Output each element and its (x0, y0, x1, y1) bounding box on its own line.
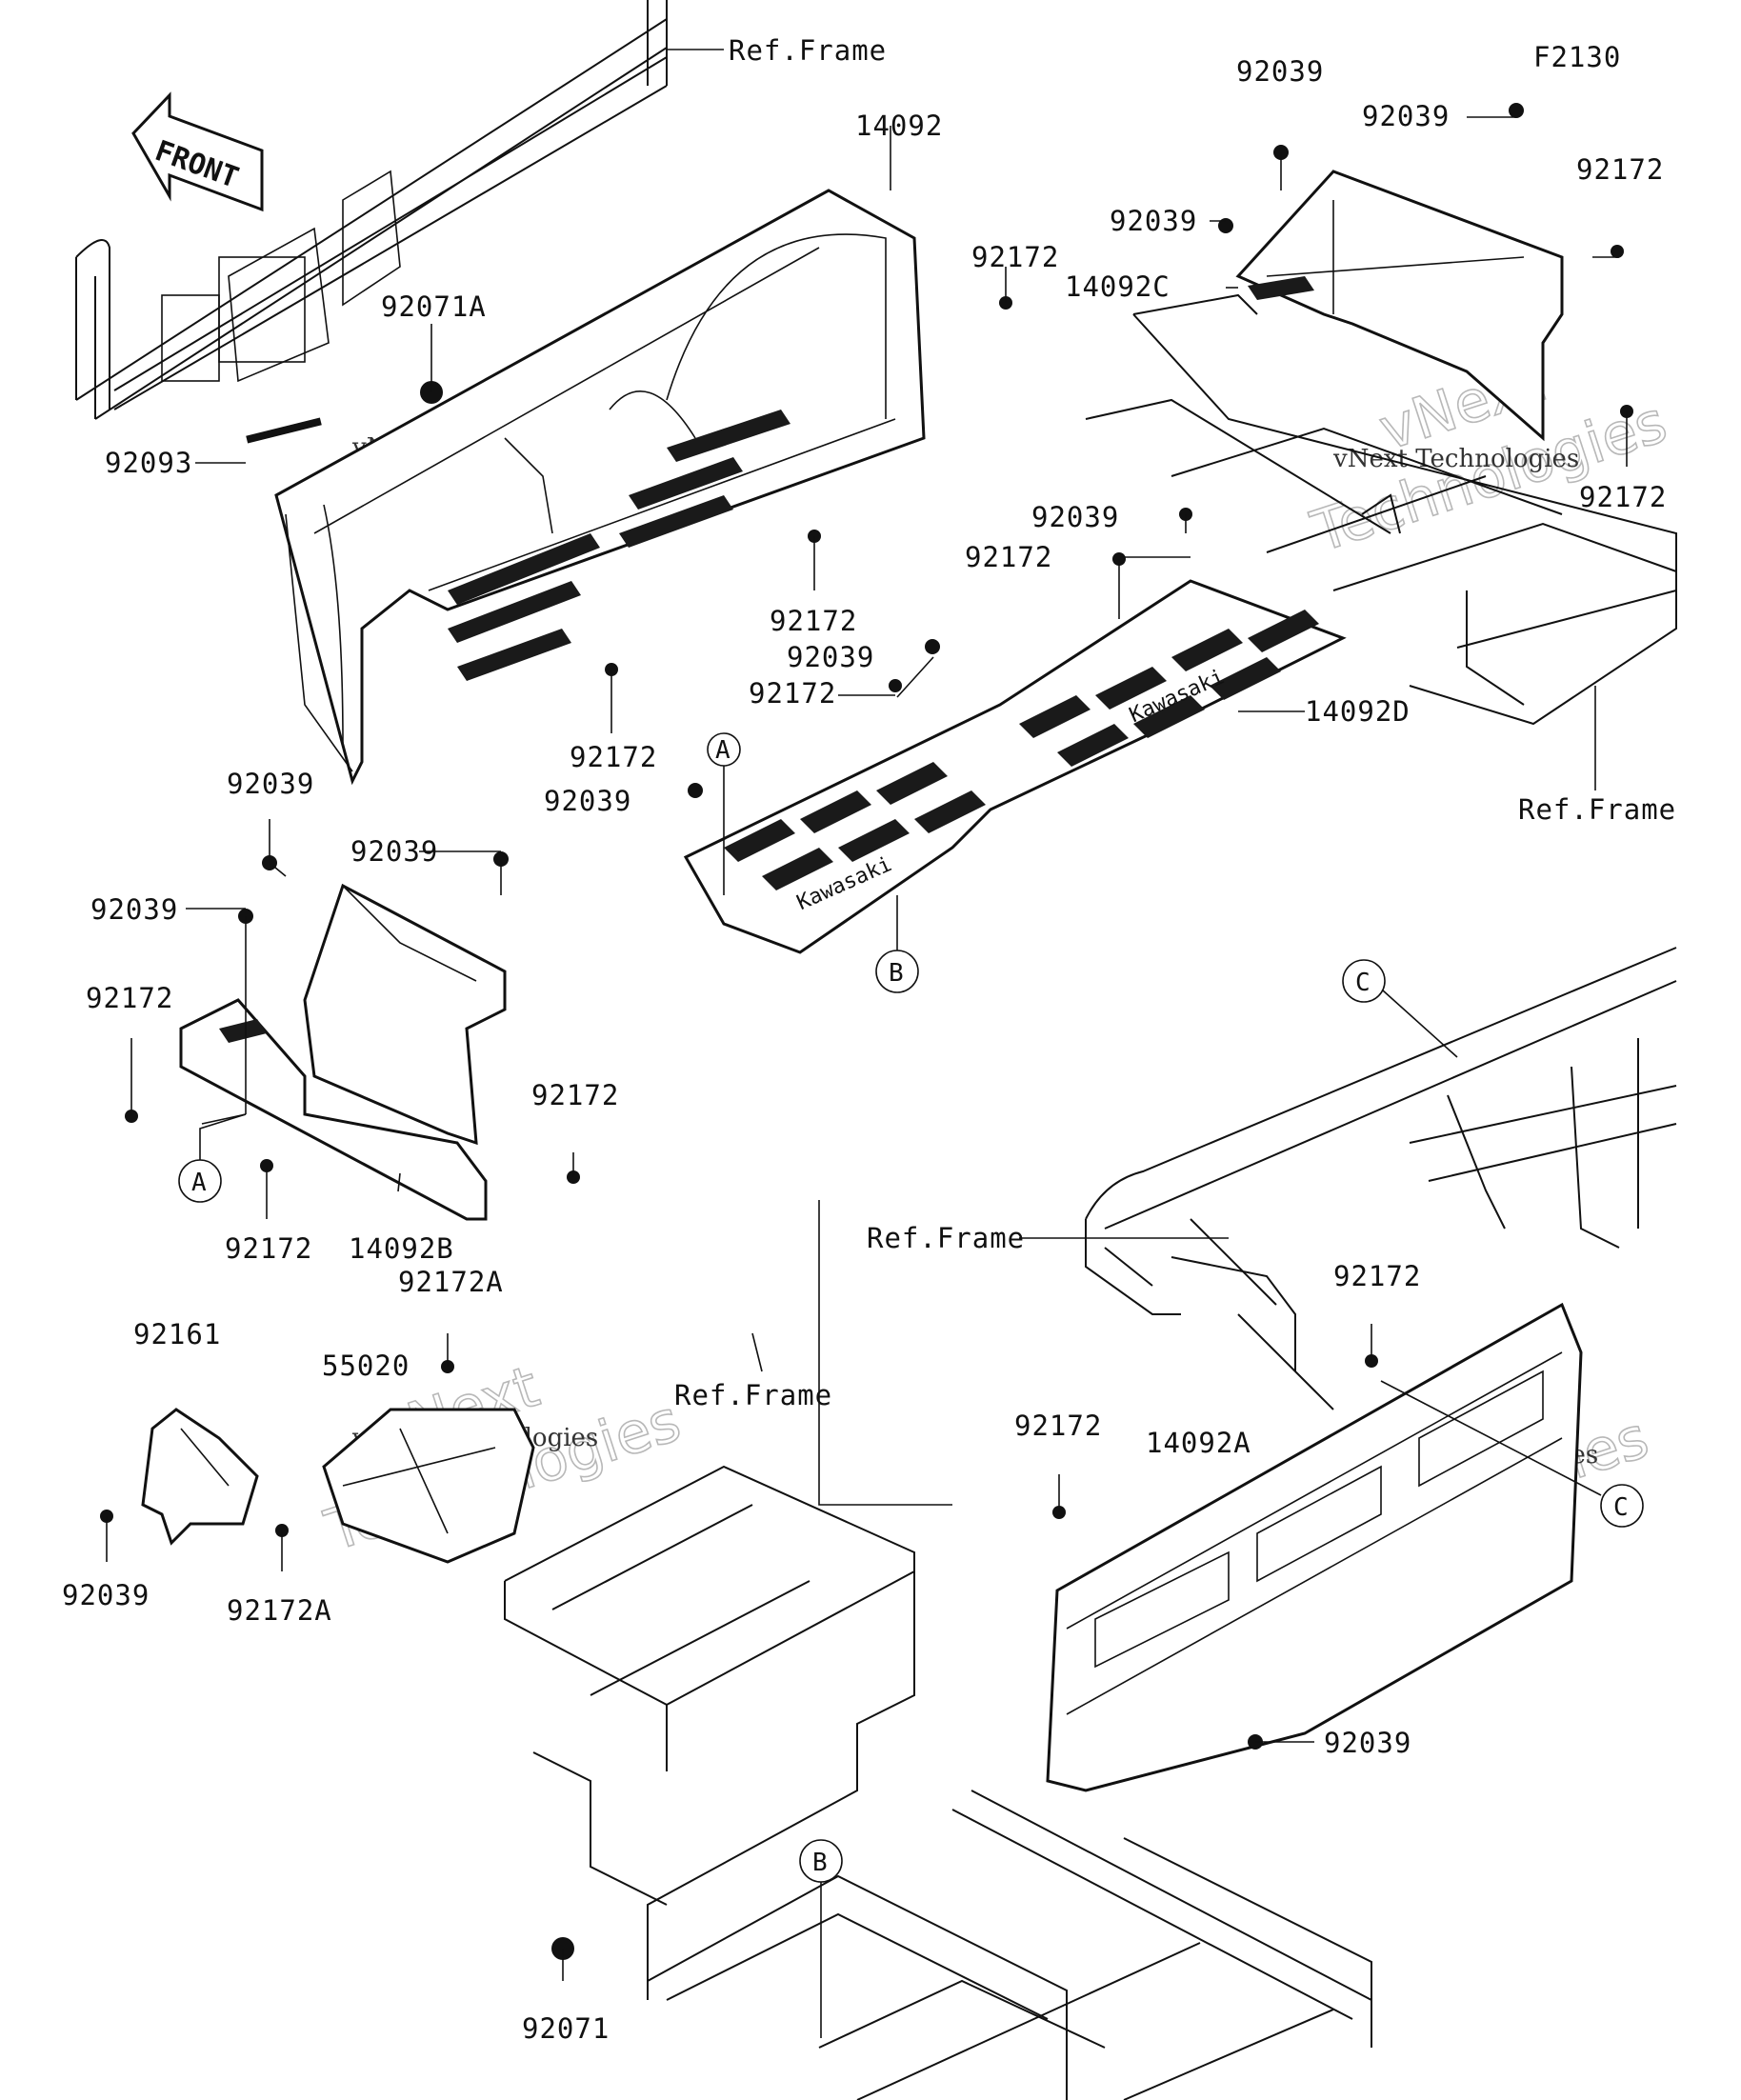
callout-b-bottom: B (799, 1839, 843, 2038)
part-labels: Ref.Frame 14092 92172 92071A 92093 92172… (62, 34, 1676, 2045)
label-92172-b: 92172 (770, 605, 857, 637)
label-92172-i: 92172 (531, 1079, 619, 1111)
label-ref-frame-bottom: Ref.Frame (674, 1379, 832, 1411)
label-ref-frame-right: Ref.Frame (867, 1222, 1025, 1254)
label-ref-frame-top: Ref.Frame (729, 34, 887, 67)
label-92172-f: 92172 (965, 541, 1052, 573)
floor-mat-tread (724, 610, 1319, 890)
svg-text:C: C (1355, 969, 1371, 997)
label-92172-l: 92172 (1014, 1410, 1102, 1442)
label-92071A: 92071A (381, 290, 487, 323)
callout-b-top: B (875, 895, 919, 993)
label-92172-d: 92172 (1576, 153, 1664, 186)
label-14092B: 14092B (349, 1232, 454, 1265)
front-frame-rails (75, 0, 668, 420)
label-92172-g: 92172 (749, 677, 836, 710)
svg-text:A: A (715, 736, 730, 765)
label-92172-e: 92172 (1579, 481, 1667, 513)
center-frame (504, 1465, 1372, 2100)
label-92161: 92161 (133, 1318, 221, 1350)
label-14092C: 14092C (1065, 270, 1171, 303)
svg-text:C: C (1613, 1493, 1629, 1522)
label-92172-c: 92172 (570, 741, 657, 773)
svg-text:B: B (812, 1849, 828, 1877)
label-92093: 92093 (105, 447, 192, 479)
label-92172-h: 92172 (86, 982, 173, 1014)
callout-a-left: A (178, 1113, 247, 1203)
label-55020: 55020 (322, 1350, 410, 1382)
cover-55020 (322, 1408, 535, 1564)
svg-text:B: B (889, 959, 904, 988)
floor-tread-14092 (448, 410, 790, 681)
label-92039-b: 92039 (1362, 100, 1450, 132)
label-14092: 14092 (855, 110, 943, 142)
label-92172-j: 92172 (225, 1232, 312, 1265)
rear-frame-lower (1085, 947, 1677, 1410)
label-92039-h: 92039 (350, 835, 438, 868)
cover-14092B (179, 883, 507, 1221)
label-14092A: 14092A (1146, 1427, 1251, 1459)
svg-text:A: A (191, 1169, 207, 1197)
label-92039-d: 92039 (1031, 501, 1119, 533)
watermark-text-top-right: vNext Technologies (1332, 445, 1579, 473)
label-92039-c: 92039 (1110, 205, 1197, 237)
label-92039-f: 92039 (544, 785, 631, 817)
label-92172-k: 92172 (1333, 1260, 1421, 1292)
label-92039-j: 92039 (62, 1579, 150, 1611)
diagram-code: F2130 (1533, 41, 1621, 73)
callout-c-right: C (1380, 1380, 1644, 1528)
rear-frame-upper (1085, 293, 1677, 726)
label-92172A-a: 92172A (398, 1266, 504, 1298)
floor-panel-14092 (274, 189, 926, 786)
label-92039-a: 92039 (1236, 55, 1324, 88)
cover-14092C (1235, 170, 1564, 442)
label-92172A-b: 92172A (227, 1594, 332, 1627)
label-92071: 92071 (522, 2012, 610, 2045)
callout-c-top: C (1342, 959, 1458, 1058)
cover-92161 (141, 1408, 259, 1546)
label-92172-a: 92172 (971, 241, 1059, 273)
panel-14092A (1046, 1302, 1583, 1792)
callout-a-top: A (707, 732, 741, 895)
label-92039-k: 92039 (1324, 1727, 1411, 1759)
label-92039-e: 92039 (787, 641, 874, 673)
label-92039-i: 92039 (90, 893, 178, 926)
label-92039-g: 92039 (227, 768, 314, 800)
label-14092D: 14092D (1305, 695, 1411, 728)
front-arrow-icon: FRONT (131, 91, 264, 212)
label-ref-frame-upper-right: Ref.Frame (1518, 793, 1676, 826)
